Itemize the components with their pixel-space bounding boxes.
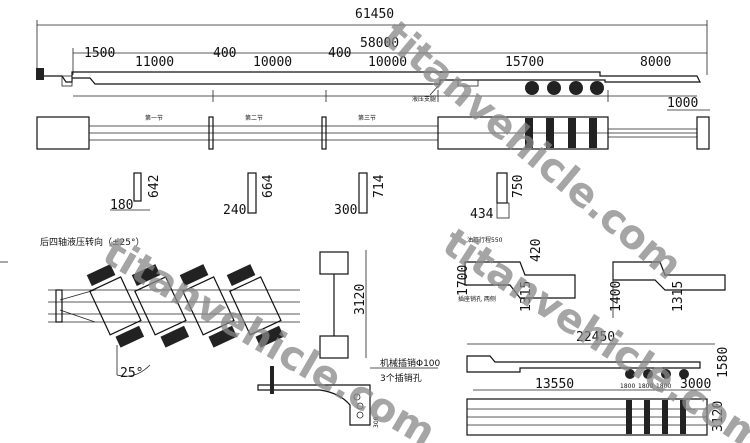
side-view-trailer: 液压支腿 [36, 68, 701, 103]
dim-height: 714 [372, 174, 387, 198]
dim-1315b: 1315 [671, 281, 686, 312]
dim-segment: 11000 [135, 55, 174, 70]
section-label: 第三节 [358, 114, 376, 122]
cylinder-label: 油缸行程550 [467, 236, 503, 244]
dim-rear: 1000 [667, 96, 698, 111]
section-label: 第二节 [245, 114, 263, 122]
outrigger-label: 液压支腿 [412, 95, 436, 103]
retracted-side-view: 22450 13550 1800 1800 1800 3000 1580 [466, 330, 731, 392]
dim-front: 13550 [535, 377, 574, 392]
cross-sections: 180 642 240 664 300 714 434 750 [110, 172, 526, 222]
socket-label: 插座销孔 两侧 [458, 295, 496, 303]
dim-1315: 1315 [519, 281, 534, 312]
steering-title: 后四轴液压转向（±25°） [40, 236, 145, 248]
dim-height: 642 [147, 175, 162, 198]
dim-retracted-length: 22450 [576, 330, 615, 345]
dim-segment: 10000 [253, 55, 292, 70]
deck-dimension: 58000 [72, 36, 707, 75]
dim-segment: 1500 [84, 46, 115, 61]
dim-420: 420 [529, 239, 544, 262]
dim-segment: 400 [213, 46, 236, 61]
dim-spacing: 1800 [620, 383, 635, 390]
watermark: titanvehicle.com [435, 220, 750, 443]
dim-width: 434 [470, 207, 494, 222]
dim-spacing: 1800 [638, 383, 653, 390]
section-label: 第一节 [145, 114, 163, 122]
dim-width: 300 [334, 203, 357, 218]
dim-deck: 58000 [360, 36, 399, 51]
dim-height: 664 [261, 174, 276, 198]
dim-segment: 8000 [640, 55, 671, 70]
steering-diagram: 后四轴液压转向（±25°） 25° 3120 [0, 236, 368, 381]
dim-width: 180 [110, 198, 133, 213]
dim-1700: 1700 [456, 265, 471, 296]
dim-width: 3120 [711, 401, 726, 432]
dim-1400: 1400 [609, 281, 624, 312]
dim-height: 1580 [716, 347, 731, 378]
dim-overall: 61450 [355, 7, 394, 22]
dim-300: 300 [373, 416, 380, 428]
dim-segment: 15700 [505, 55, 544, 70]
pin-holes-label: 3个插销孔 [380, 372, 422, 384]
dim-segment: 400 [328, 46, 351, 61]
dim-width: 240 [223, 203, 246, 218]
dim-segment: 10000 [368, 55, 407, 70]
pin-label: 机械插销Φ100 [380, 357, 441, 369]
segment-dimensions: 1500 11000 400 10000 400 10000 15700 800… [73, 46, 697, 102]
overall-dimension: 61450 [36, 7, 708, 75]
steering-angle: 25° [120, 366, 143, 381]
gooseneck-detail: 油缸行程550 420 1700 插座销孔 两侧 1315 1400 1315 [456, 236, 726, 318]
dim-height: 750 [511, 175, 526, 198]
dim-spacing: 3000 [680, 377, 711, 392]
pin-detail: 机械插销Φ100 3个插销孔 300 [257, 357, 441, 428]
watermark: titanvehicle.com [95, 229, 443, 443]
top-view-trailer: 第一节 第二节 第三节 1000 [36, 96, 710, 150]
retracted-top-view: 3120 [466, 398, 726, 436]
dim-spacing: 1800 [656, 383, 671, 390]
dim-axle-width: 3120 [353, 284, 368, 315]
